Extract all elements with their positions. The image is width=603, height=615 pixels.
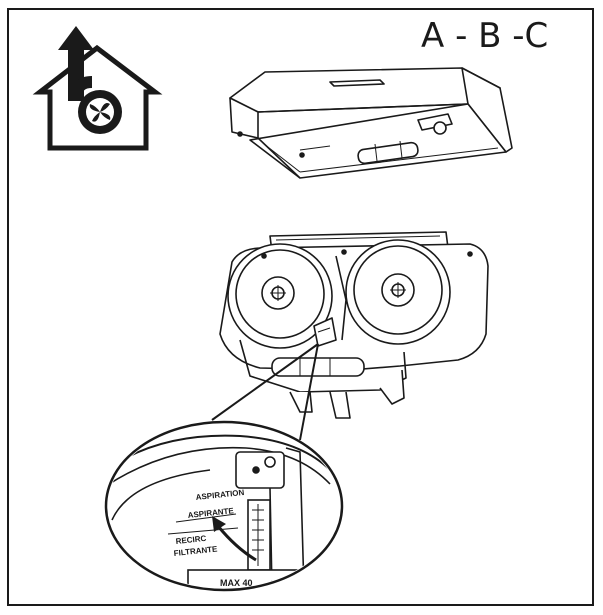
callout-connector [211,343,319,441]
label-recirc: RECIRC [175,534,207,546]
label-max: MAX 40 [220,578,253,588]
blower-unit-illustration [219,231,489,419]
variant-label: A - B -C [421,16,549,56]
zoom-detail-bubble: ASPIRATION ASPIRANTE RECIRC FILTRANTE MA… [104,420,344,592]
slide-direction-arrow [212,516,257,562]
ducted-extraction-house-fan-icon [32,26,163,151]
cooker-hood-illustration [229,67,513,179]
